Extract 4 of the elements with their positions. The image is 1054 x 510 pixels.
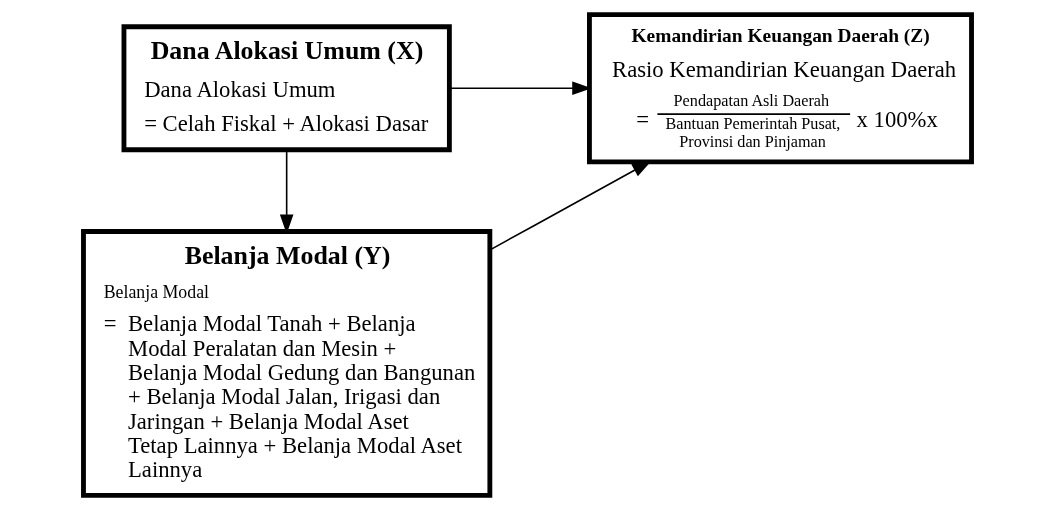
node-box: Kemandirian Keuangan Daerah (Z) Rasio Kemandirian Keuangan Daerah = Pendapatan Asli Daerah Bantuan Pemerintah Pusat, Provinsi dan Pinjaman x 100%x	[586, 12, 974, 165]
arrow	[448, 81, 592, 96]
node-box: Dana Alokasi Umum (X) Dana Alokasi Umum = Celah Fiskal + Alokasi Dasar	[121, 24, 452, 153]
node-box: Belanja Modal (Y) Belanja Modal = Belanja Modal Tanah + Belanja Modal Peralatan dan Mesin + Belanja Modal Gedung dan Bangunan + Belanja Modal Jalan, Irigasi dan Jaringan + Belanja Modal Aset Tetap Lainnya + Belanja Modal Aset Lainnya	[80, 229, 492, 498]
